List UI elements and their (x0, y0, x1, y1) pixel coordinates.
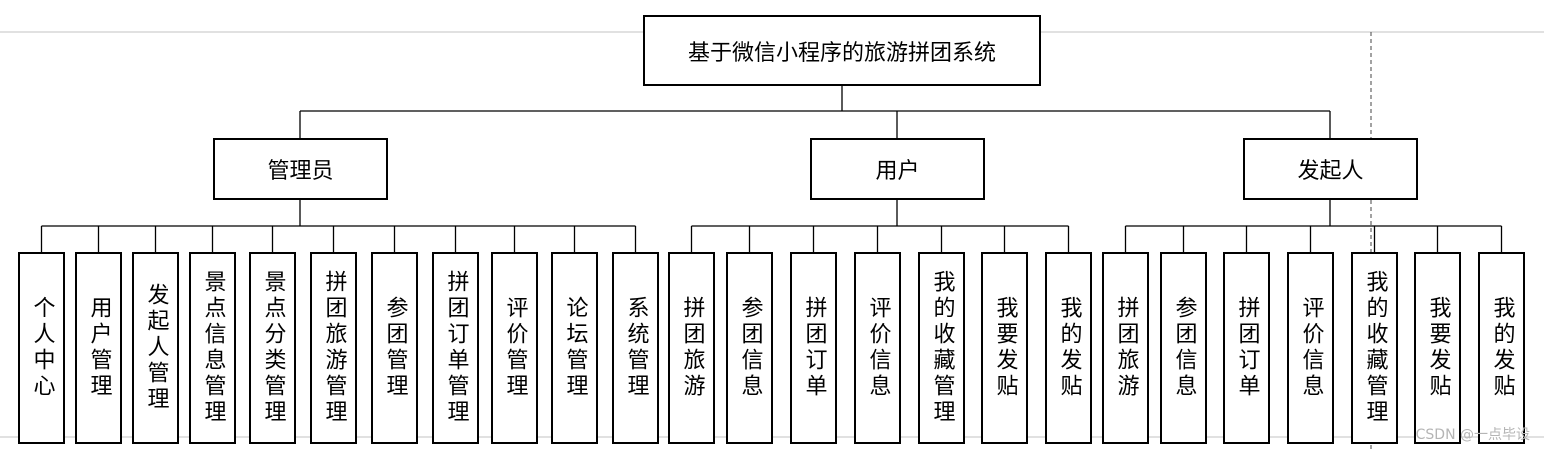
leaf-label: 发起人管理 (143, 283, 169, 413)
leaf-label: 参团信息 (1171, 296, 1197, 400)
leaf-node-admin: 系统管理 (612, 252, 659, 444)
leaf-label: 用户管理 (86, 296, 112, 400)
leaf-label: 拼团订单 (1234, 296, 1260, 400)
leaf-label: 论坛管理 (562, 296, 588, 400)
group-label-user: 用户 (875, 159, 920, 184)
root-node: 基于微信小程序的旅游拼团系统 (643, 15, 1041, 86)
leaf-node-initiator: 拼团旅游 (1102, 252, 1149, 444)
leaf-node-admin: 参团管理 (371, 252, 418, 444)
leaf-node-user: 我要发贴 (981, 252, 1028, 444)
root-label: 基于微信小程序的旅游拼团系统 (687, 40, 996, 66)
leaf-node-admin: 景点信息管理 (189, 252, 236, 444)
leaf-node-admin: 评价管理 (491, 252, 538, 444)
leaf-label: 我的收藏管理 (929, 270, 955, 426)
leaf-node-admin: 景点分类管理 (249, 252, 296, 444)
leaf-label: 景点信息管理 (200, 270, 226, 426)
leaf-label: 拼团旅游 (679, 296, 705, 400)
leaf-node-user: 拼团订单 (790, 252, 837, 444)
group-node-user: 用户 (810, 138, 985, 200)
leaf-label: 拼团旅游 (1113, 296, 1139, 400)
leaf-label: 系统管理 (623, 296, 649, 400)
leaf-node-initiator: 我的发贴 (1478, 252, 1525, 444)
leaf-label: 我的收藏管理 (1362, 270, 1388, 426)
leaf-label: 拼团订单 (801, 296, 827, 400)
leaf-label: 参团管理 (382, 296, 408, 400)
leaf-node-admin: 拼团订单管理 (432, 252, 479, 444)
group-node-initiator: 发起人 (1243, 138, 1418, 200)
leaf-label: 评价管理 (502, 296, 528, 400)
leaf-label: 我要发贴 (1425, 296, 1451, 400)
leaf-label: 景点分类管理 (260, 270, 286, 426)
leaf-label: 拼团旅游管理 (321, 270, 347, 426)
leaf-node-admin: 个人中心 (18, 252, 65, 444)
group-label-admin: 管理员 (267, 159, 334, 184)
leaf-node-user: 我的收藏管理 (918, 252, 965, 444)
group-node-admin: 管理员 (213, 138, 388, 200)
leaf-label: 我要发贴 (992, 296, 1018, 400)
leaf-label: 我的发贴 (1489, 296, 1515, 400)
leaf-node-initiator: 评价信息 (1287, 252, 1334, 444)
leaf-node-user: 评价信息 (854, 252, 901, 444)
leaf-label: 个人中心 (29, 296, 55, 400)
leaf-node-user: 拼团旅游 (668, 252, 715, 444)
leaf-label: 参团信息 (737, 296, 763, 400)
leaf-node-admin: 论坛管理 (551, 252, 598, 444)
watermark: CSDN @一点毕设 (1415, 427, 1530, 443)
leaf-node-admin: 用户管理 (75, 252, 122, 444)
leaf-node-admin: 发起人管理 (132, 252, 179, 444)
leaf-node-initiator: 拼团订单 (1223, 252, 1270, 444)
leaf-node-initiator: 我的收藏管理 (1351, 252, 1398, 444)
group-label-initiator: 发起人 (1297, 159, 1364, 184)
leaf-node-initiator: 我要发贴 (1414, 252, 1461, 444)
leaf-node-initiator: 参团信息 (1160, 252, 1207, 444)
leaf-node-admin: 拼团旅游管理 (310, 252, 357, 444)
leaf-node-user: 我的发贴 (1045, 252, 1092, 444)
leaf-label: 评价信息 (1298, 296, 1324, 400)
leaf-label: 评价信息 (865, 296, 891, 400)
leaf-label: 拼团订单管理 (443, 270, 469, 426)
leaf-label: 我的发贴 (1056, 296, 1082, 400)
leaf-node-user: 参团信息 (726, 252, 773, 444)
